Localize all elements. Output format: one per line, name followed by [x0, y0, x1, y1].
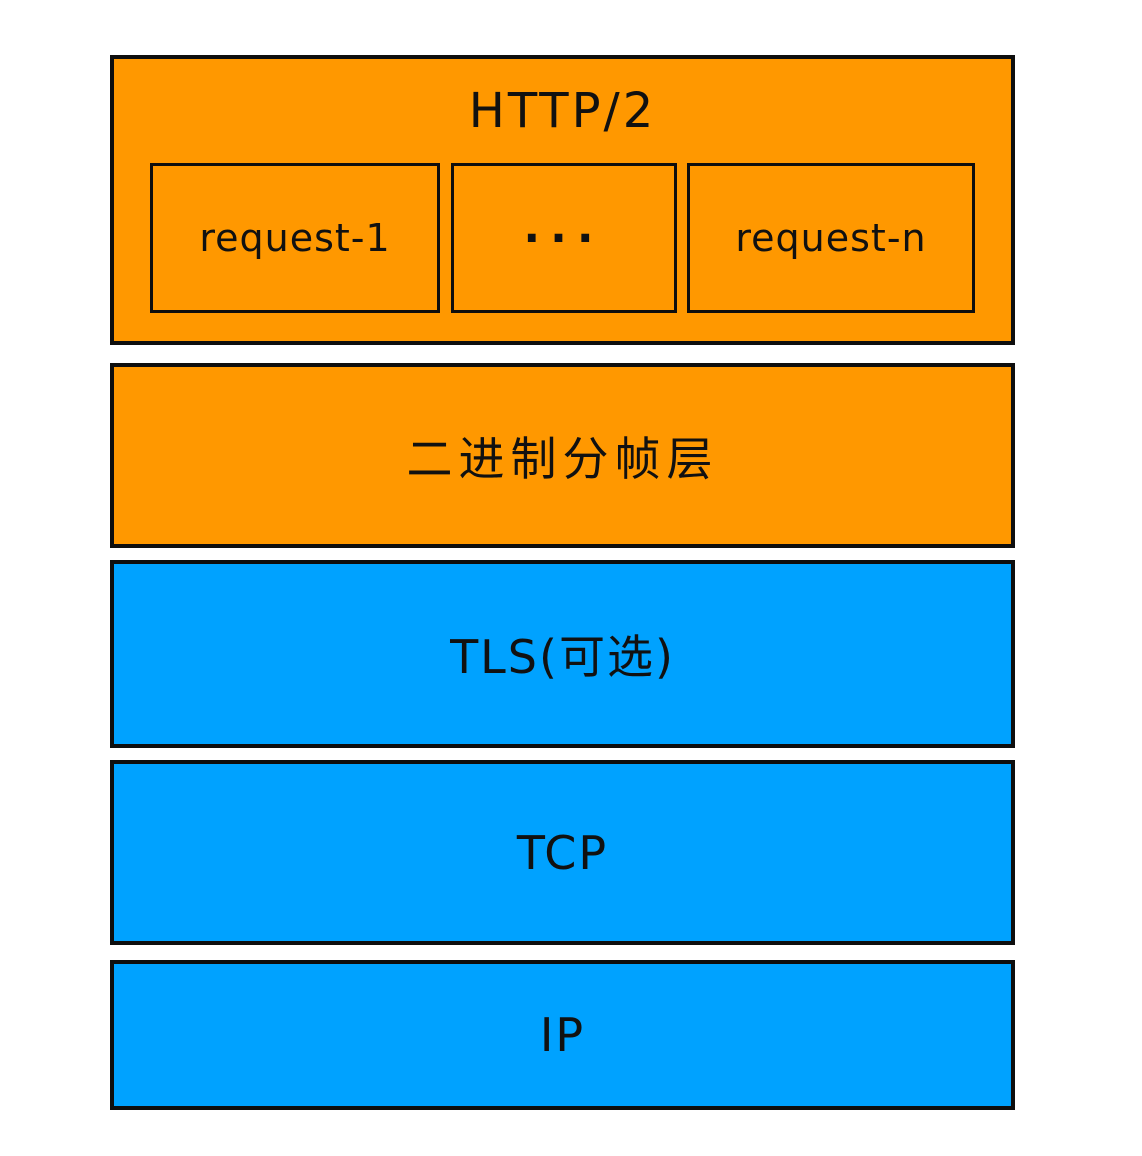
http2-layer-label: HTTP/2 — [468, 83, 657, 139]
layer-binary-framing: 二进制分帧层 — [110, 363, 1015, 548]
layer-tcp: TCP — [110, 760, 1015, 945]
request-n-box: request-n — [687, 163, 975, 313]
layer-http2: HTTP/2 request-1 ··· request-n — [110, 55, 1015, 345]
request-1-box: request-1 — [150, 163, 440, 313]
http2-requests-row: request-1 ··· request-n — [114, 163, 1011, 313]
requests-ellipsis-box: ··· — [450, 163, 677, 313]
layer-ip: IP — [110, 960, 1015, 1110]
layer-tls: TLS(可选) — [110, 560, 1015, 748]
